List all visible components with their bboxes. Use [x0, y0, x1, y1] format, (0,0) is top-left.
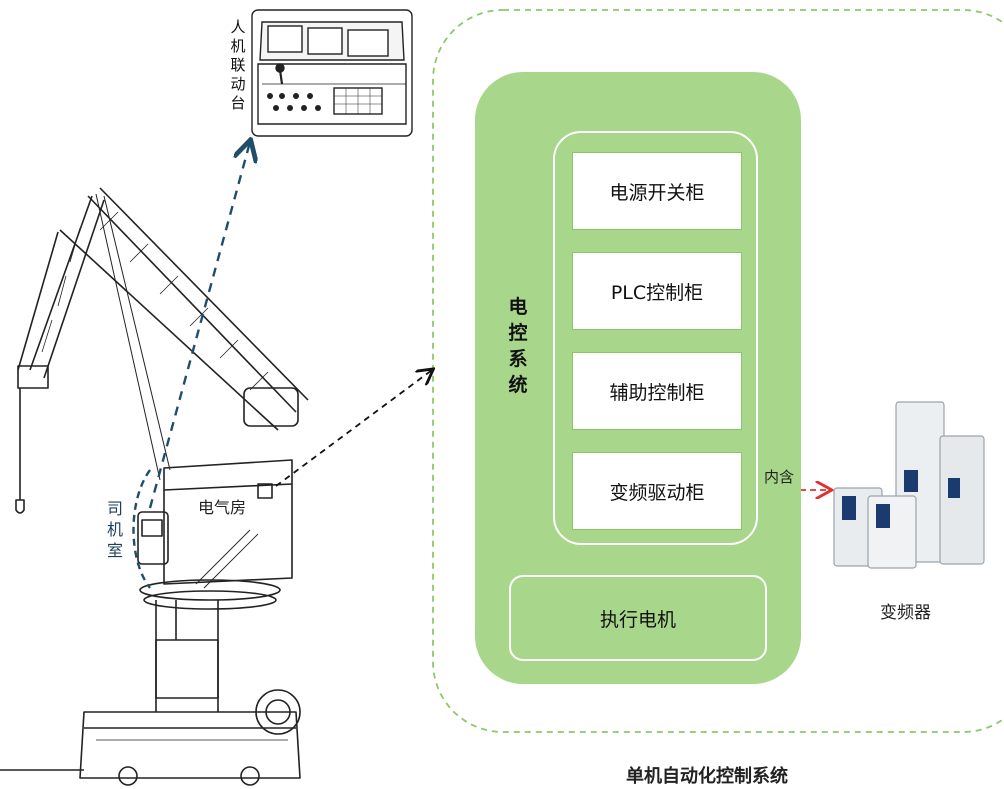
- control-system-label: 电控系统: [508, 296, 528, 396]
- console-label: 人机联动台: [230, 18, 246, 112]
- diagram-title: 单机自动化控制系统: [626, 766, 788, 787]
- actuator-motor-box: 执行电机: [509, 575, 767, 661]
- cab-label: 司机室: [106, 499, 123, 560]
- cab-bracket: [132, 469, 151, 589]
- vfd-drive-cabinet: 变频驱动柜: [572, 452, 742, 530]
- inverter-label: 变频器: [880, 603, 931, 623]
- inverter-illustration: [833, 401, 985, 569]
- auxiliary-control-cabinet: 辅助控制柜: [572, 352, 742, 430]
- cabinet-group-frame: [553, 131, 758, 545]
- plc-control-cabinet: PLC控制柜: [572, 252, 742, 330]
- power-switch-cabinet: 电源开关柜: [572, 152, 742, 230]
- room-to-system-arrow: [275, 370, 432, 487]
- electric-room-label: 电气房: [198, 494, 247, 518]
- console-illustration: [251, 9, 413, 137]
- contains-label: 内含: [764, 468, 795, 486]
- crane-illustration: [0, 187, 309, 786]
